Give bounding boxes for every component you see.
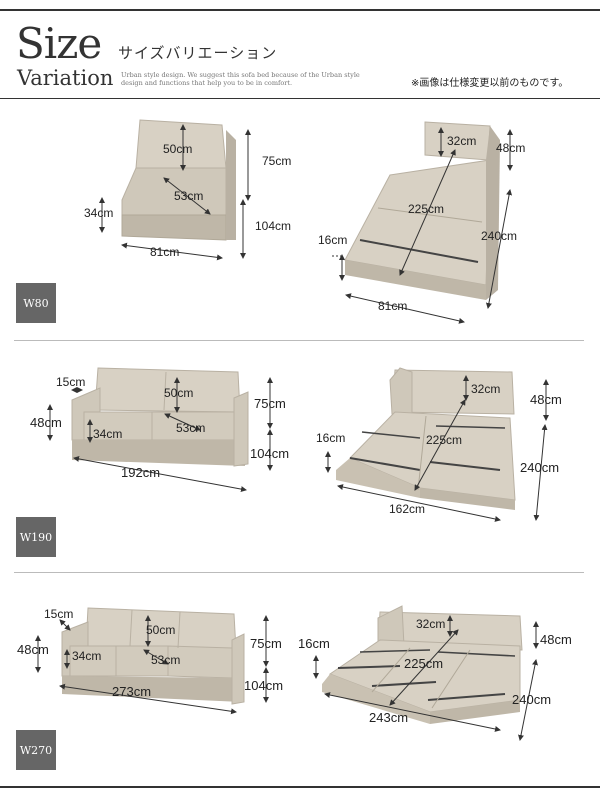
w80-sofa-width: 81cm	[150, 245, 179, 259]
w270-bed-width: 243cm	[369, 710, 408, 725]
w190-sofa-total-depth: 104cm	[250, 446, 289, 461]
w190-bed-width: 162cm	[389, 502, 425, 516]
w80-sofa-total-depth: 104cm	[255, 219, 291, 233]
w270-sofa-total-depth: 104cm	[244, 678, 283, 693]
w270-bed-pillow-depth: 32cm	[416, 617, 445, 631]
size-badge-w190: W190	[16, 517, 56, 557]
w80-sofa-depth-inner: 50cm	[163, 142, 192, 156]
w80-sofa-seat-depth: 53cm	[174, 189, 203, 203]
section-divider	[14, 340, 584, 341]
w270-sofa-depth-inner: 50cm	[146, 623, 175, 637]
w190-sofa-width: 192cm	[121, 465, 160, 480]
w190-sofa-arm-width: 15cm	[56, 375, 85, 389]
w270-sofa-back-height: 75cm	[250, 636, 282, 651]
w270-sofa-seat-depth: 53cm	[151, 653, 180, 667]
w80-bed-length: 225cm	[408, 202, 444, 216]
w190-sofa	[71, 367, 249, 467]
w190-sofa-seat-depth: 53cm	[176, 421, 205, 435]
w80-bed-total-length: 240cm	[481, 229, 517, 243]
w270-bed-pillow-height: 48cm	[540, 632, 572, 647]
w80-sofa-back-height: 75cm	[262, 154, 291, 168]
section-divider	[14, 572, 584, 573]
w190-sofa-seat-height-outer: 48cm	[30, 415, 62, 430]
w190-sofa-depth-inner: 50cm	[164, 386, 193, 400]
w190-bed-length: 225cm	[426, 433, 462, 447]
w80-sofa	[121, 119, 236, 241]
w190-bed-total-length: 240cm	[520, 460, 559, 475]
w80-bed-width: 81cm	[378, 299, 407, 313]
w80-bed-mat-height: 16cm	[318, 233, 347, 247]
w270-bed-mat-height: 16cm	[298, 636, 330, 651]
w270-bed-length: 225cm	[404, 656, 443, 671]
top-rule	[0, 9, 600, 11]
w80-bed-pillow-height: 48cm	[496, 141, 525, 155]
w190-bed-pillow-depth: 32cm	[471, 382, 500, 396]
w80-bed-pillow-depth: 32cm	[447, 134, 476, 148]
bottom-rule	[0, 786, 600, 788]
w270-sofa-seat-height-outer: 48cm	[17, 642, 49, 657]
w270-bed-total-length: 240cm	[512, 692, 551, 707]
tagline: Urban style design. We suggest this sofa…	[121, 71, 360, 87]
size-badge-w270: W270	[16, 730, 56, 770]
w80-sofa-seat-height: 34cm	[84, 206, 113, 220]
title-japanese: サイズバリエーション	[118, 45, 278, 62]
title-variation: Variation	[17, 66, 114, 90]
header-rule	[0, 98, 600, 99]
w190-bed-pillow-height: 48cm	[530, 392, 562, 407]
w270-sofa-seat-height: 34cm	[72, 649, 101, 663]
w190-sofa-back-height: 75cm	[254, 396, 286, 411]
w270-sofa-arm-width: 15cm	[44, 607, 73, 621]
w190-bed-mat-height: 16cm	[316, 431, 345, 445]
size-badge-w80: W80	[16, 283, 56, 323]
image-note: ※画像は仕様変更以前のものです。	[411, 78, 569, 89]
w270-sofa	[61, 607, 245, 705]
w270-sofa-width: 273cm	[112, 684, 151, 699]
w190-sofa-seat-height: 34cm	[93, 427, 122, 441]
title-size: Size	[16, 19, 102, 68]
